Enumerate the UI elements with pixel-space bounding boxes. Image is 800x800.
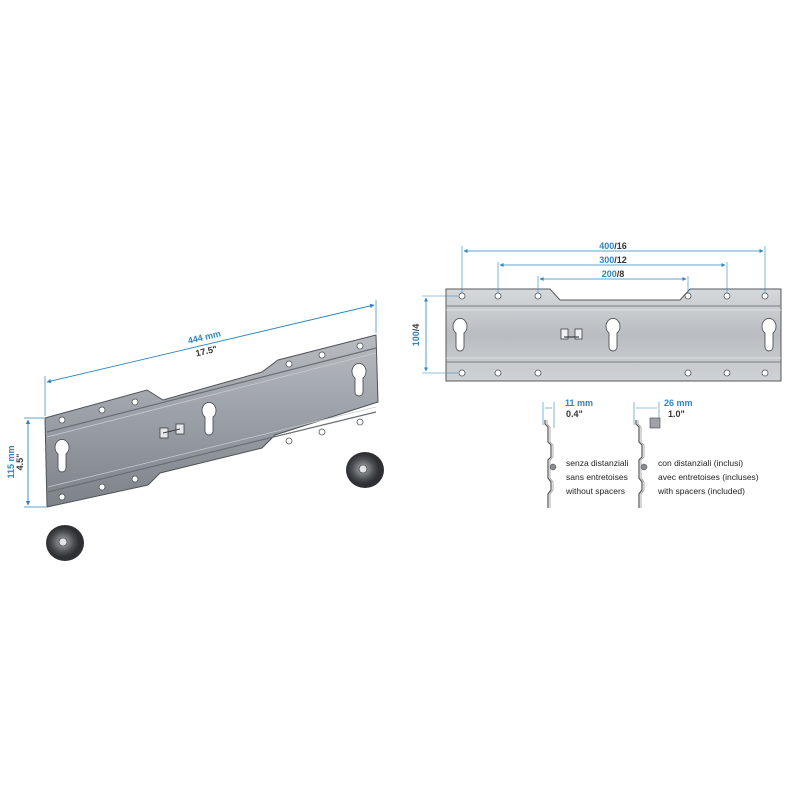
profile-with-spacers: 26 mm 1.0" con distanziali (inclusi) ave…	[633, 398, 759, 508]
front-lock-clip	[560, 328, 583, 340]
svg-text:100/4: 100/4	[411, 324, 421, 347]
dimension-100: 100/4	[411, 295, 458, 374]
perspective-height-mm: 115 mm	[6, 445, 16, 478]
dimension-400-sep: /	[614, 241, 617, 251]
dimension-300-in: 12	[617, 255, 627, 265]
with-spacers-label-fr: avec entretoises (incluses)	[658, 472, 759, 482]
svg-text:300/12: 300/12	[599, 255, 627, 265]
dimension-200: 200/8	[537, 269, 689, 293]
svg-text:200/8: 200/8	[602, 269, 625, 279]
without-spacers-depth-mm: 11 mm	[565, 398, 593, 408]
perspective-keyholes	[54, 362, 367, 473]
perspective-lock-clip	[159, 423, 185, 439]
perspective-plate-group	[44, 334, 379, 508]
with-spacers-depth-in: 1.0"	[668, 409, 685, 419]
dimension-100-sep: /	[411, 328, 421, 331]
dimension-300-sep: /	[614, 255, 617, 265]
dimension-200-sep: /	[617, 269, 620, 279]
with-spacers-depth-mm: 26 mm	[664, 398, 693, 408]
without-spacers-label-it: senza distanziali	[566, 458, 628, 468]
perspective-height-in: 4.5"	[15, 454, 25, 471]
dimension-400: 400/16	[461, 241, 766, 293]
profile-without-spacers: 11 mm 0.4" senza distanziali sans entret…	[542, 398, 628, 508]
dimension-200-mm: 200	[602, 269, 617, 279]
front-keyholes	[452, 317, 777, 352]
dimension-100-in: 4	[411, 324, 421, 329]
without-spacers-depth-in: 0.4"	[566, 409, 583, 419]
dimension-400-mm: 400	[599, 241, 614, 251]
spacer-left	[46, 525, 84, 561]
dimension-400-in: 16	[617, 241, 627, 251]
front-holes	[458, 292, 769, 377]
perspective-width-mm: 444 mm	[187, 328, 222, 345]
perspective-height-dimension: 115 mm 4.5"	[6, 417, 46, 508]
dimension-300-mm: 300	[599, 255, 614, 265]
dimension-200-in: 8	[619, 269, 624, 279]
perspective-width-in: 17.5"	[195, 344, 219, 359]
without-spacers-label-en: without spacers	[565, 486, 625, 496]
dimension-300: 300/12	[497, 255, 728, 293]
without-spacers-label-fr: sans entretoises	[566, 472, 628, 482]
spacer-right	[346, 452, 384, 488]
with-spacers-label-en: with spacers (included)	[657, 486, 745, 496]
svg-text:400/16: 400/16	[599, 241, 627, 251]
front-plate-group	[445, 288, 782, 382]
with-spacers-label-it: con distanziali (inclusi)	[658, 458, 743, 468]
dimension-100-mm: 100	[411, 331, 421, 346]
